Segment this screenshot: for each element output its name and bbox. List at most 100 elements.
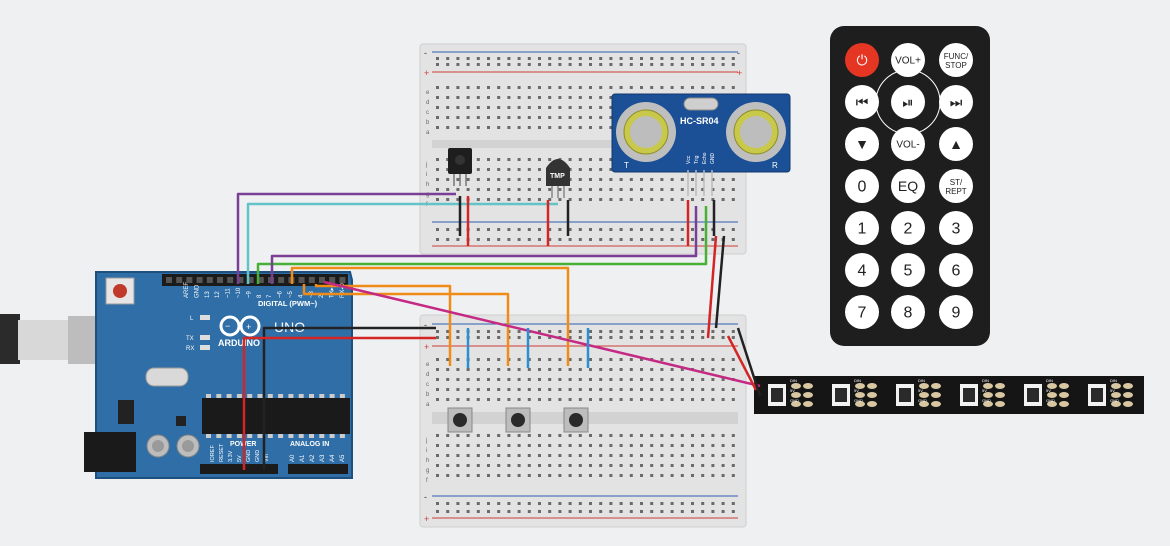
top-rail-minus-label-right: - [737,48,740,58]
power-pin-label: Vin [264,454,270,462]
power-header [200,464,278,474]
digital-pin-label: 8 [257,294,263,298]
play-pause-button[interactable]: ⏯ [891,85,925,119]
digital-pin-label: TX▸1 [330,283,336,298]
sensor-side-t: T [624,161,629,170]
power-pin-label: 5V [237,455,243,462]
digit-1-button[interactable]: 1 [845,211,879,245]
digit-7-button[interactable]: 7 [845,295,879,329]
remote-button-label: 0 [858,179,867,196]
wire-purple-trig [270,206,698,284]
wires [236,192,762,470]
func-stop-button[interactable]: FUNC/STOP [939,43,973,77]
power-pin-label: GND [246,450,252,462]
row-label: f [426,478,428,484]
remote-button-label: REPT [945,187,966,196]
vol-down-button[interactable]: VOL- [891,127,925,161]
remote-button-label: VOL+ [895,56,921,67]
temperature-sensor[interactable]: TMP [546,159,570,198]
down-button[interactable]: ▼ [845,127,879,161]
remote-button-label: ⏯ [902,94,913,110]
digit-5-button[interactable]: 5 [891,253,925,287]
prev-button[interactable]: ⏮ [845,85,879,119]
st-rept-button[interactable]: ST/REPT [939,169,973,203]
bottom-rail-plus-label: + [424,342,429,352]
row-label: c [426,110,429,116]
top-rail-plus-label: + [424,68,429,78]
analog-pin-label: A4 [330,454,336,462]
wire-orange-2 [302,284,510,366]
digital-pin-label: 12 [215,291,221,298]
sensor-name: HC-SR04 [680,116,719,126]
push-button-3[interactable] [563,407,589,433]
digital-pin-label: ~10 [236,287,242,298]
wire-green-echo [256,206,708,284]
remote-button-label: FUNC/ [944,52,969,61]
digital-pin-label: ~5 [288,290,294,298]
row-label: a [426,130,430,136]
crystal [145,367,189,387]
remote-button-label: ▼ [855,136,869,152]
top-rail-minus-label: - [424,48,427,58]
up-button[interactable]: ▲ [939,127,973,161]
sensor-pin-label: Trig [694,155,700,164]
next-button[interactable]: ⏭ [939,85,973,119]
row-label: d [426,372,429,378]
digit-4-button[interactable]: 4 [845,253,879,287]
digit-2-button[interactable]: 2 [891,211,925,245]
digit-8-button[interactable]: 8 [891,295,925,329]
row-label: i [426,448,427,454]
digit-9-button[interactable]: 9 [939,295,973,329]
remote-button-label: 7 [858,305,867,322]
power-button[interactable]: ⏻ [845,43,879,77]
push-button-1[interactable] [447,407,473,433]
digital-header-label: DIGITAL (PWM~) [258,299,318,308]
sensor-pin-label: GND [710,153,716,165]
row-label: g [426,468,429,474]
wire-black-strip [736,327,762,397]
remote-button-label: ⏭ [950,94,963,110]
strip-pad-label: GND [1110,398,1119,403]
strip-pad-label: GND [1046,398,1055,403]
row-label: c [426,382,429,388]
wire-orange-3 [314,284,452,366]
strip-pad-label: 5V [982,388,987,393]
row-label: j [425,162,427,168]
eq-button[interactable]: EQ [891,169,925,203]
strip-pad-label: DIN [1046,378,1053,383]
analog-pin-label: A3 [320,454,326,462]
digital-pin-label: 13 [205,291,211,298]
row-label: e [426,90,430,96]
atmega-chip [202,398,350,434]
top-rail-plus-label-right: + [737,68,742,78]
digital-pin-label: 7 [267,294,273,298]
remote-button-label: 5 [904,263,913,280]
analog-header-label: ANALOG IN [290,441,329,448]
row-label: a [426,402,430,408]
power-jack [84,432,136,472]
digital-pin-label: 4 [298,294,304,298]
vol-up-button[interactable]: VOL+ [891,43,925,77]
wire-black-rail [714,235,726,329]
regulator [118,400,134,424]
digit-3-button[interactable]: 3 [939,211,973,245]
power-pin-label: IOREF [210,445,216,462]
push-button-2[interactable] [505,407,531,433]
row-label: b [426,120,430,126]
row-label: d [426,100,429,106]
remote-button-label: ST/ [950,178,963,187]
led-strip[interactable]: DIN5VGNDDIN5VGNDDIN5VGNDDIN5VGNDDIN5VGND… [754,376,1144,414]
digit-6-button[interactable]: 6 [939,253,973,287]
ir-receiver[interactable] [448,148,472,186]
remote-button-label: 9 [952,305,961,322]
analog-pin-label: A0 [290,454,296,462]
strip-pad-label: DIN [790,378,797,383]
digit-0-button[interactable]: 0 [845,169,879,203]
sensor-side-r: R [772,161,778,170]
strip-pad-label: DIN [854,378,861,383]
